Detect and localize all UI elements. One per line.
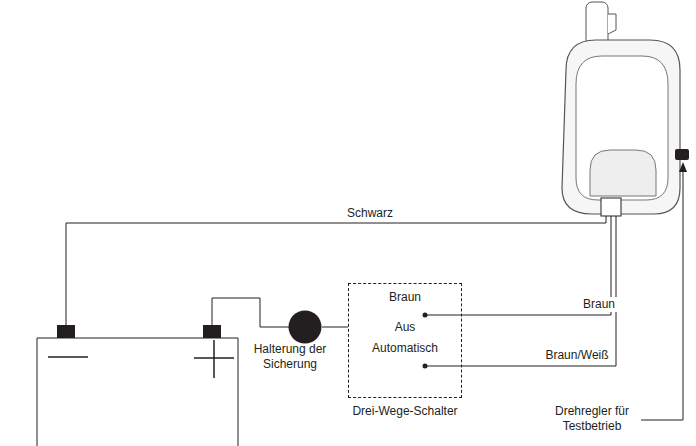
switch-caption: Drei-Wege-Schalter (328, 404, 482, 419)
switch-contact (423, 313, 428, 318)
wire-color: Braun/Weiß (540, 348, 614, 363)
fuse-holder: Halterung der Sicherung (240, 308, 340, 380)
positive-wire (212, 298, 289, 327)
switch-contact (423, 364, 428, 369)
fuse-symbol (288, 310, 322, 344)
battery-terminal (57, 325, 75, 338)
wire-color: Schwarz (330, 206, 410, 221)
wire-connector (322, 327, 348, 328)
arrow-head (679, 162, 687, 172)
fuse-label: Halterung der Sicherung (240, 342, 340, 372)
three-way-switch: BraunAusAutomatischDrei-Wege-Schalter (348, 283, 462, 428)
pump-housing (562, 40, 680, 214)
minus-symbol (48, 356, 88, 358)
pump-outlet (608, 14, 616, 34)
cable-gland (601, 198, 621, 216)
battery-body (37, 338, 238, 446)
test-knob (675, 149, 689, 160)
battery-terminal (203, 325, 221, 338)
fuse-symbol (289, 311, 322, 344)
switch-position: Automatisch (358, 341, 452, 356)
plus-symbol (213, 340, 215, 378)
switch-position: Aus (372, 320, 438, 335)
pump-base (590, 150, 656, 196)
wire-color: Braun (572, 297, 626, 312)
leader-line (641, 170, 683, 420)
switch-position: Braun (372, 290, 438, 305)
callout-label: Drehregler für Testbetrieb (546, 404, 638, 434)
brown-white-wire (425, 216, 616, 366)
pump-cover (576, 56, 668, 200)
black-wire (66, 216, 606, 325)
